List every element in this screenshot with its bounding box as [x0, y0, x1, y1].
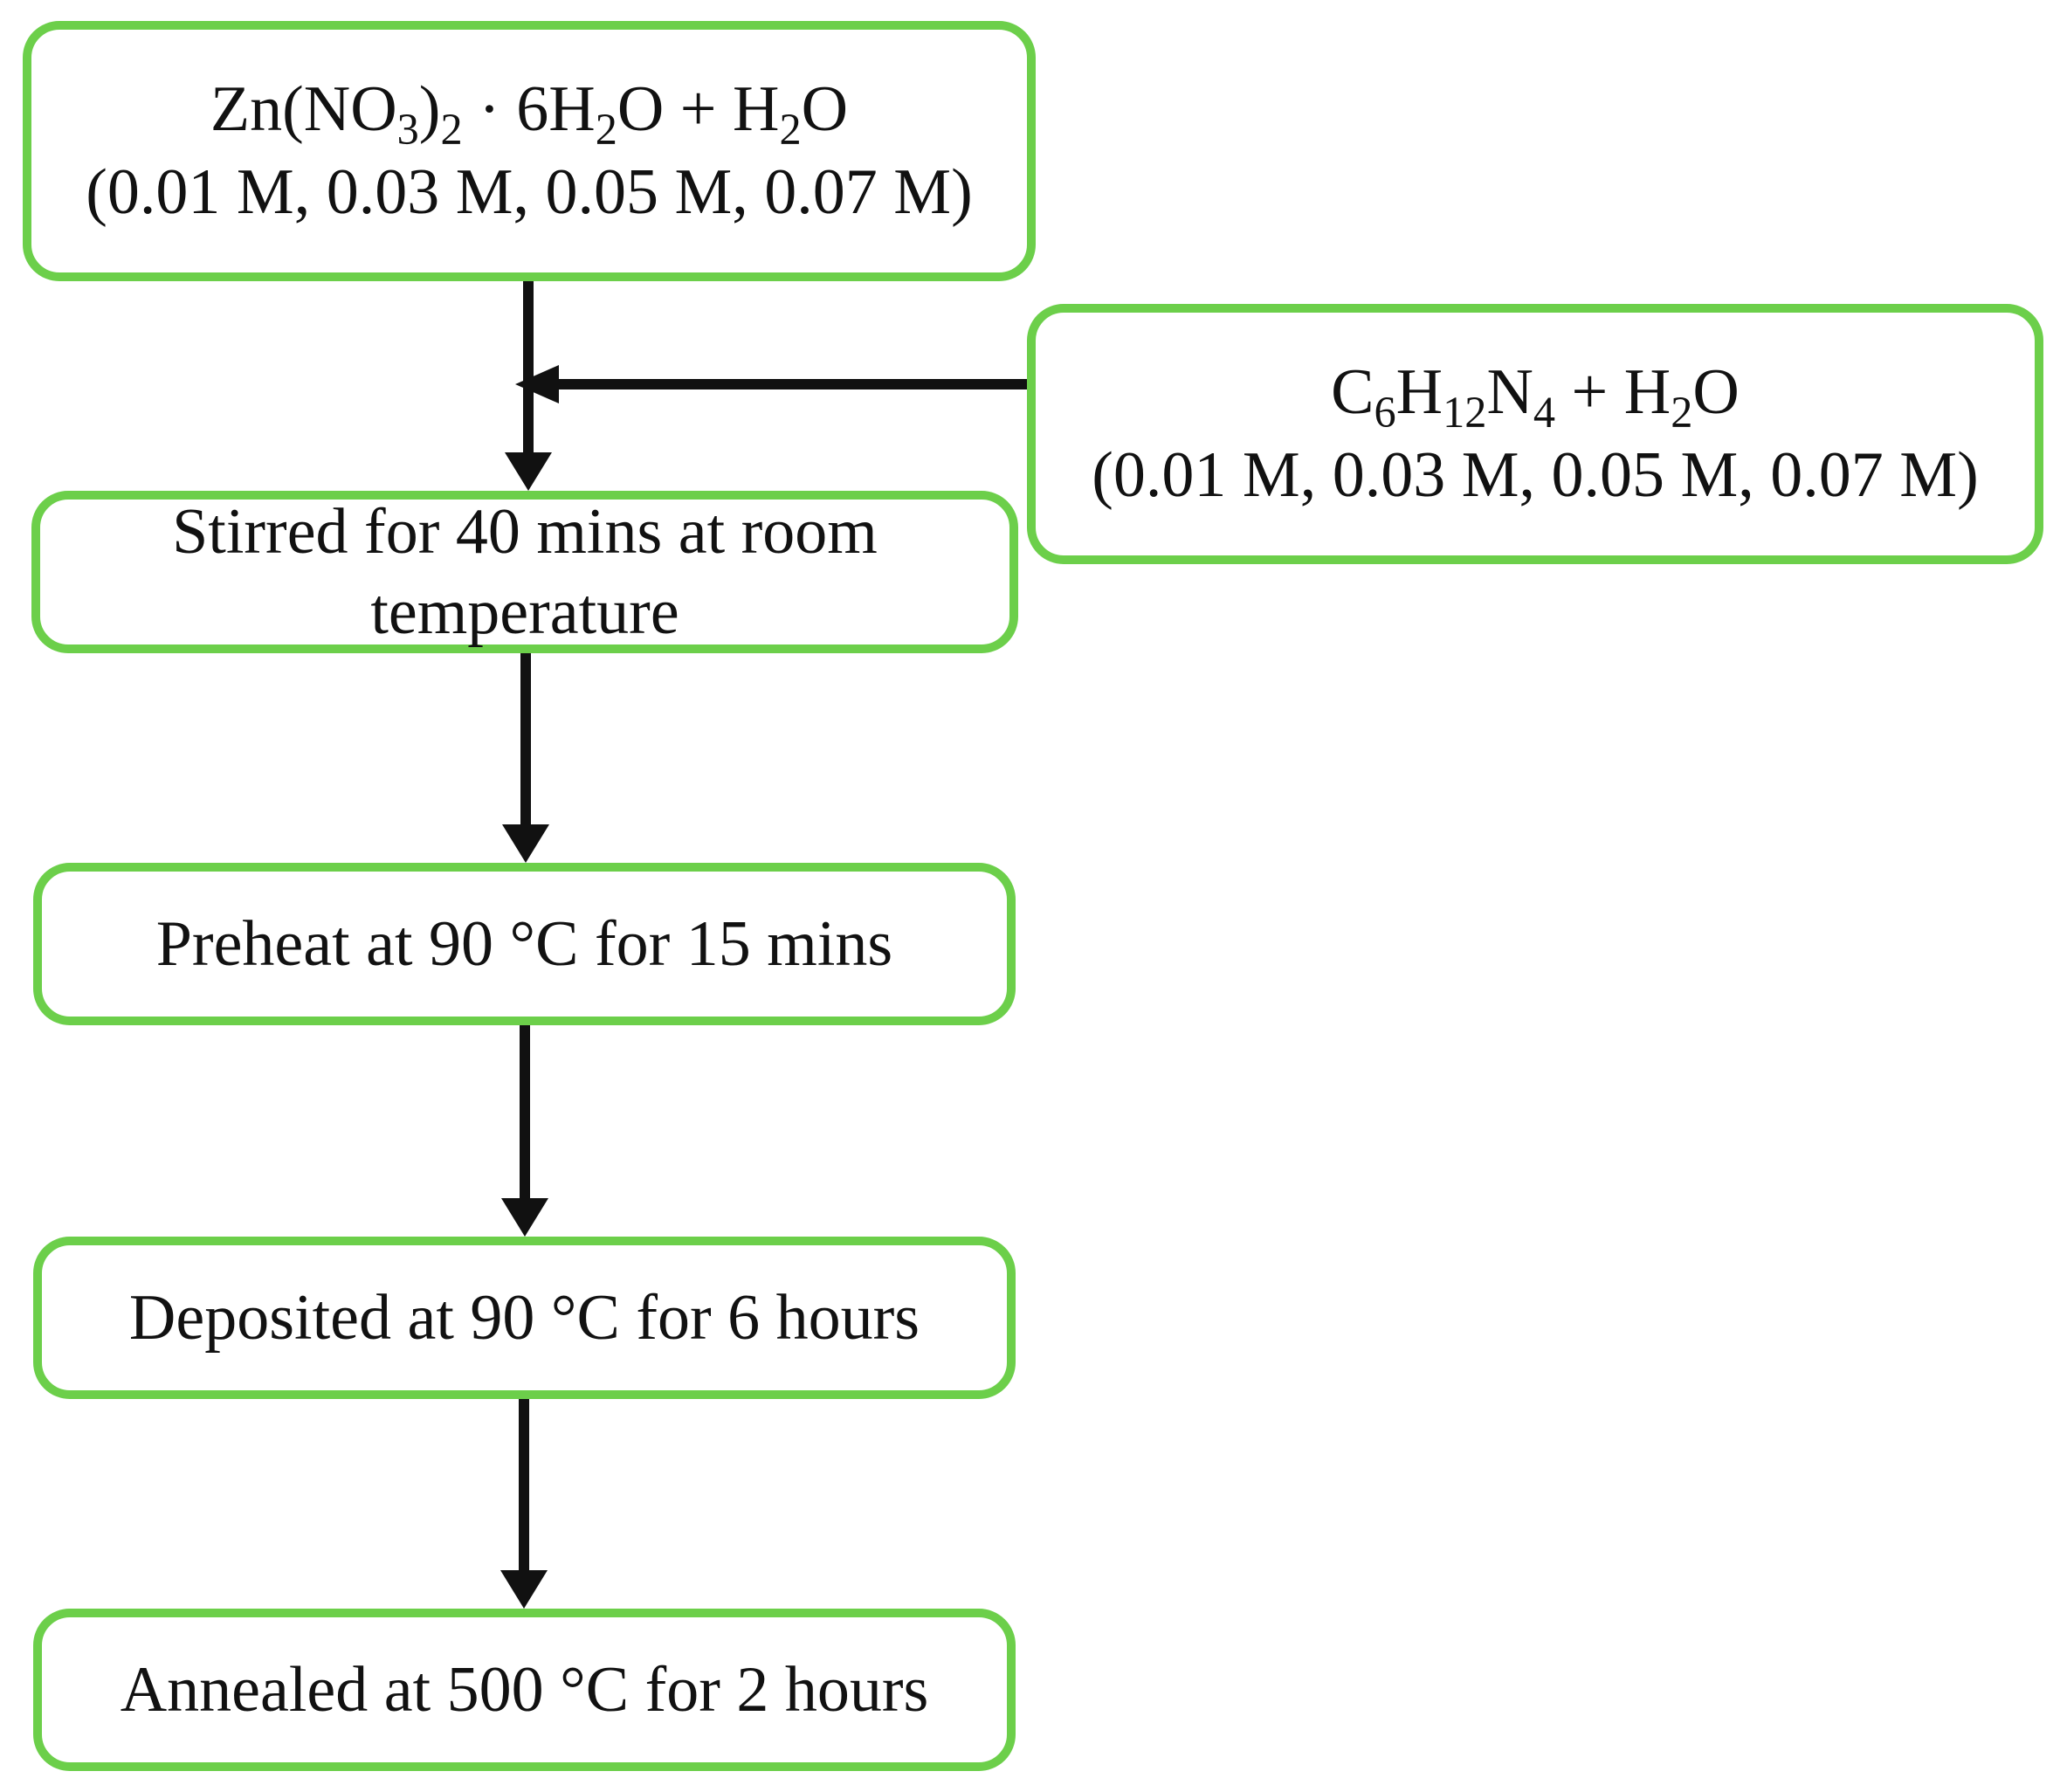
hexamine-concentrations: (0.01 M, 0.03 M, 0.05 M, 0.07 M) — [1092, 439, 1979, 511]
hexamine-formula: C6H12N4 + H2O — [1331, 351, 1740, 434]
formula-part: O — [801, 73, 849, 146]
formula-part: + H — [1555, 356, 1671, 429]
preheat-step-label: Preheat at 90 °C for 15 mins — [155, 907, 893, 980]
zinc-nitrate-concentrations: (0.01 M, 0.03 M, 0.05 M, 0.07 M) — [86, 156, 973, 228]
preheat-step-box: Preheat at 90 °C for 15 mins — [33, 863, 1016, 1025]
formula-part: Zn(NO — [210, 73, 397, 146]
formula-subscript: 2 — [440, 105, 463, 155]
arrowhead-stir-to-preheat — [502, 824, 549, 863]
arrowhead-zn-to-stir — [505, 452, 552, 491]
formula-subscript: 3 — [396, 105, 419, 155]
deposit-step-box: Deposited at 90 °C for 6 hours — [33, 1237, 1016, 1399]
formula-subscript: 4 — [1533, 388, 1556, 438]
arrowhead-preheat-to-deposit — [501, 1198, 548, 1237]
formula-part: O + H — [617, 73, 780, 146]
formula-part: C — [1331, 356, 1374, 429]
formula-subscript: 2 — [1671, 388, 1693, 438]
arrowhead-hmt-to-main — [515, 365, 559, 403]
hexamine-solution-box: C6H12N4 + H2O (0.01 M, 0.03 M, 0.05 M, 0… — [1027, 304, 2043, 564]
formula-subscript: 2 — [595, 105, 617, 155]
stir-step-box: Stirred for 40 mins at room temperature — [31, 491, 1018, 653]
formula-part: H — [1395, 356, 1443, 429]
formula-part: · 6H — [462, 73, 596, 146]
arrowhead-deposit-to-anneal — [500, 1570, 548, 1609]
formula-part: N — [1486, 356, 1533, 429]
formula-subscript: 2 — [779, 105, 802, 155]
stir-step-label-line2: temperature — [370, 576, 679, 648]
anneal-step-label: Annealed at 500 °C for 2 hours — [120, 1653, 929, 1726]
stir-step-label-line1: Stirred for 40 mins at room — [172, 496, 878, 568]
formula-part: ) — [418, 73, 441, 146]
formula-part: O — [1692, 356, 1740, 429]
deposit-step-label: Deposited at 90 °C for 6 hours — [128, 1281, 920, 1354]
formula-subscript: 12 — [1443, 388, 1487, 438]
zinc-nitrate-solution-box: Zn(NO3)2 · 6H2O + H2O (0.01 M, 0.03 M, 0… — [23, 21, 1036, 281]
zinc-nitrate-formula: Zn(NO3)2 · 6H2O + H2O — [210, 68, 848, 151]
formula-subscript: 6 — [1374, 388, 1396, 438]
anneal-step-box: Annealed at 500 °C for 2 hours — [33, 1609, 1016, 1771]
